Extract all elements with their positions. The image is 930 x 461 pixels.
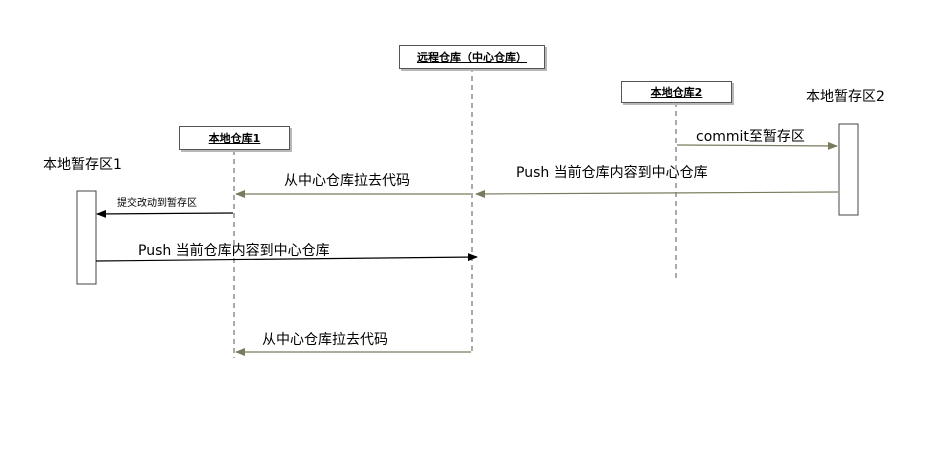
message-push1: Push 当前仓库内容到中心仓库 bbox=[138, 243, 330, 259]
participant-local1: 本地仓库1 bbox=[179, 126, 290, 150]
message-pull1: 从中心仓库拉去代码 bbox=[284, 173, 410, 189]
arrow-commit1 bbox=[96, 209, 234, 218]
participant-remote: 远程仓库（中心仓库） bbox=[399, 45, 545, 69]
message-commit2: commit至暂存区 bbox=[696, 129, 805, 145]
arrow-push1 bbox=[95, 253, 478, 262]
activation-stage2 bbox=[838, 123, 859, 216]
participant-stage1: 本地暂存区1 bbox=[43, 157, 122, 173]
message-push2: Push 当前仓库内容到中心仓库 bbox=[516, 165, 708, 181]
participant-stage2: 本地暂存区2 bbox=[806, 89, 885, 105]
message-pull1b: 从中心仓库拉去代码 bbox=[262, 332, 388, 348]
arrow-push2 bbox=[475, 189, 839, 198]
arrow-commit2 bbox=[676, 141, 838, 150]
message-commit1: 提交改动到暂存区 bbox=[117, 198, 197, 209]
participant-local2: 本地仓库2 bbox=[621, 81, 732, 103]
activation-stage1 bbox=[76, 190, 97, 285]
